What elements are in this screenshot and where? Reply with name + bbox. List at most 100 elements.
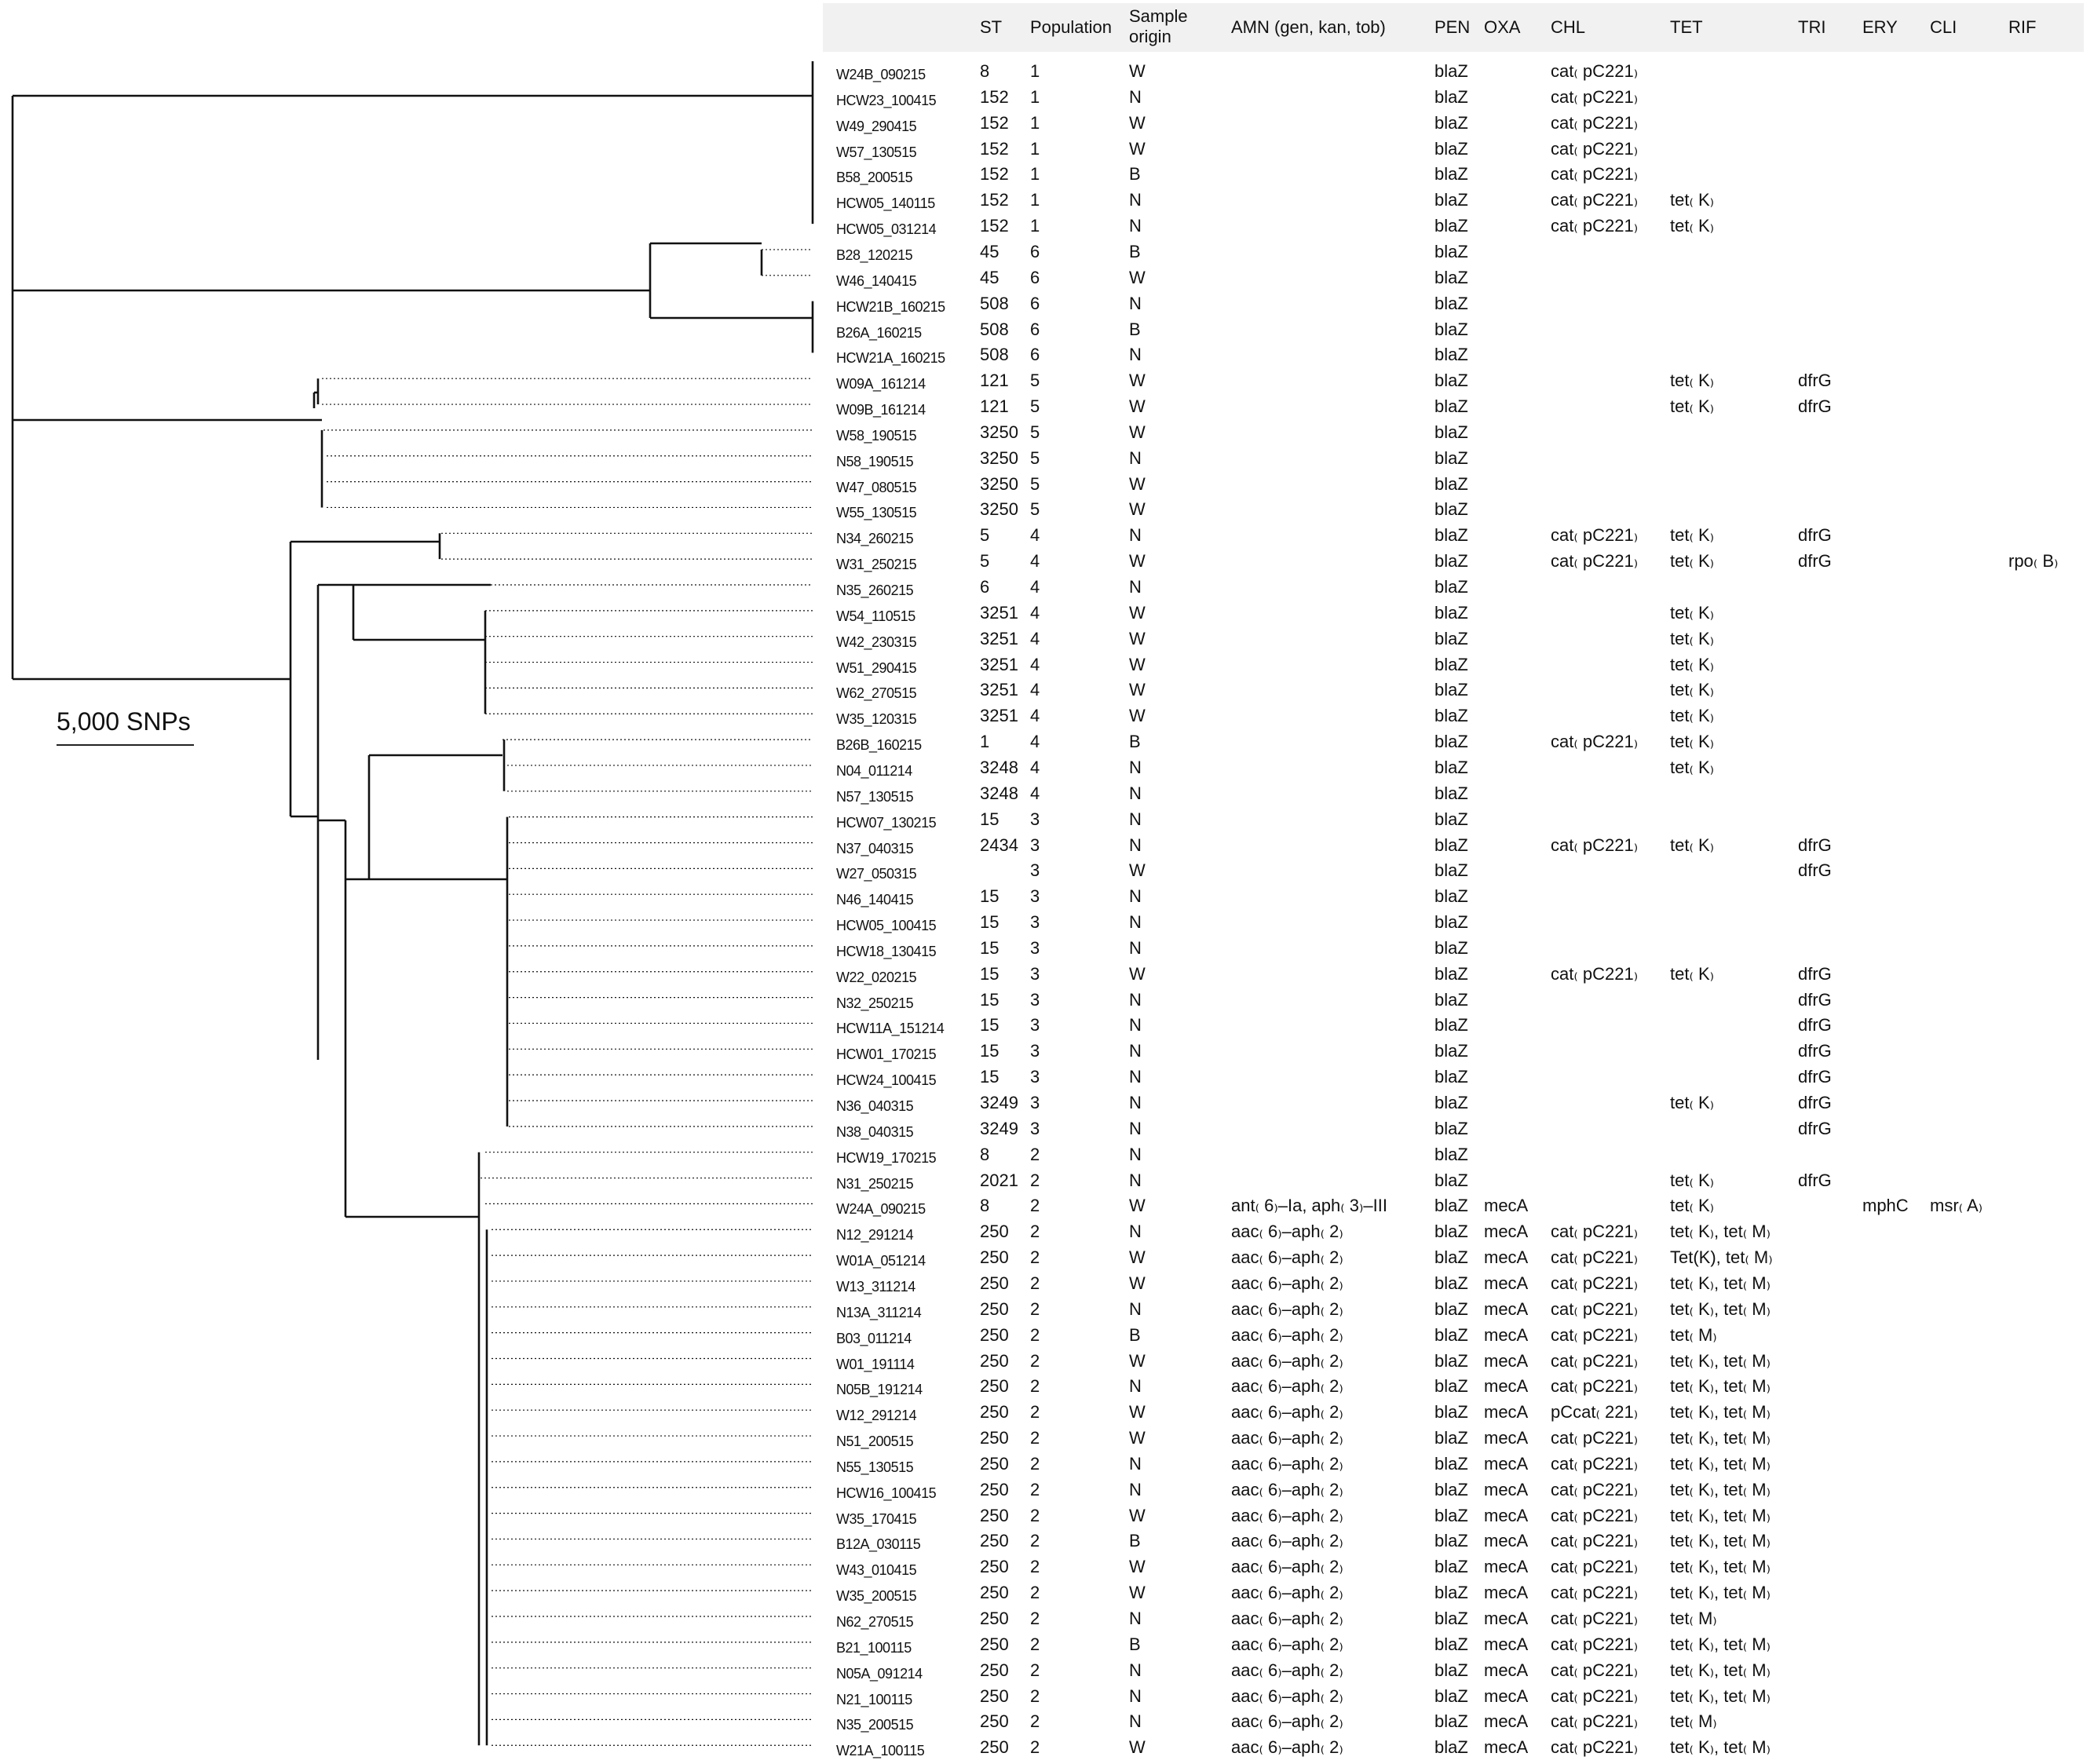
st-value: 15 (980, 963, 999, 984)
population-value: 4 (1030, 732, 1040, 752)
rif-gene: rpo₍ B₎ (2008, 551, 2059, 572)
origin-value: W (1129, 112, 1146, 133)
origin-value: N (1129, 1093, 1142, 1112)
isolate-name: W22_020215 (836, 969, 917, 985)
amn-genes: aac₍ 6₎–aph₍ 2₎ (1231, 1711, 1343, 1732)
tet-genes: tet₍ K₎ (1670, 680, 1715, 700)
origin-value: N (1129, 1376, 1142, 1397)
amn-genes: aac₍ 6₎–aph₍ 2₎ (1231, 1350, 1343, 1371)
tet-genes: tet₍ K₎, tet₍ M₎ (1670, 1428, 1771, 1448)
population-value: 3 (1030, 886, 1040, 907)
chl-gene: cat₍ pC221₎ (1551, 1222, 1639, 1242)
st-value: 2021 (980, 1170, 1018, 1190)
pen-gene: blaZ (1434, 1350, 1468, 1371)
pen-gene: blaZ (1434, 319, 1468, 339)
pen-gene: blaZ (1434, 164, 1468, 184)
origin-value: N (1129, 1711, 1142, 1732)
population-value: 2 (1030, 1144, 1040, 1164)
pen-gene: blaZ (1434, 61, 1468, 81)
header-pen: PEN (1434, 17, 1471, 37)
pen-gene: blaZ (1434, 963, 1468, 984)
population-value: 2 (1030, 1428, 1040, 1448)
isolate-name: N51_200515 (836, 1433, 914, 1450)
tet-genes: tet₍ K₎ (1670, 963, 1715, 984)
st-value: 250 (980, 1428, 1009, 1448)
pen-gene: blaZ (1434, 1376, 1468, 1397)
origin-value: W (1129, 1583, 1146, 1603)
oxa-gene: mecA (1484, 1298, 1529, 1319)
pen-gene: blaZ (1434, 706, 1468, 726)
isolate-name: W21A_100115 (836, 1743, 925, 1759)
pen-gene: blaZ (1434, 989, 1468, 1010)
st-value: 152 (980, 86, 1009, 107)
origin-value: W (1129, 1350, 1146, 1371)
tri-gene: dfrG (1798, 525, 1832, 546)
chl-gene: cat₍ pC221₎ (1551, 1479, 1639, 1499)
population-value: 3 (1030, 937, 1040, 958)
tet-genes: tet₍ K₎ (1670, 371, 1715, 391)
isolate-name: W31_250215 (836, 557, 917, 573)
pen-gene: blaZ (1434, 835, 1468, 855)
population-value: 2 (1030, 1376, 1040, 1397)
isolate-name: N35_260215 (836, 583, 914, 598)
chl-gene: cat₍ pC221₎ (1551, 1609, 1639, 1628)
pen-gene: blaZ (1434, 1324, 1468, 1345)
tet-genes: tet₍ K₎, tet₍ M₎ (1670, 1350, 1771, 1371)
population-value: 5 (1030, 371, 1040, 391)
origin-value: B (1129, 732, 1141, 752)
st-value: 121 (980, 371, 1009, 391)
isolate-name: B26A_160215 (836, 324, 922, 341)
origin-value: N (1129, 577, 1142, 597)
st-value: 3249 (980, 1118, 1018, 1138)
amn-genes: aac₍ 6₎–aph₍ 2₎ (1231, 1453, 1343, 1474)
pen-gene: blaZ (1434, 1583, 1468, 1603)
population-value: 2 (1030, 1247, 1040, 1268)
tet-genes: tet₍ M₎ (1670, 1324, 1717, 1345)
origin-value: B (1129, 1634, 1141, 1654)
origin-value: N (1129, 937, 1142, 958)
tet-genes: tet₍ K₎ (1670, 1093, 1715, 1112)
isolate-name: N31_250215 (836, 1175, 914, 1192)
oxa-gene: mecA (1484, 1531, 1529, 1551)
origin-value: B (1129, 1531, 1141, 1551)
population-value: 4 (1030, 783, 1040, 803)
isolate-name: HCW05_140115 (836, 195, 935, 212)
origin-value: N (1129, 1118, 1142, 1138)
amn-genes: aac₍ 6₎–aph₍ 2₎ (1231, 1402, 1343, 1423)
st-value: 8 (980, 1196, 990, 1216)
chl-gene: cat₍ pC221₎ (1551, 61, 1639, 81)
amn-genes: aac₍ 6₎–aph₍ 2₎ (1231, 1273, 1343, 1293)
population-value: 3 (1030, 835, 1040, 855)
pen-gene: blaZ (1434, 860, 1468, 881)
st-value: 250 (980, 1531, 1009, 1551)
st-value: 152 (980, 164, 1009, 184)
chl-gene: cat₍ pC221₎ (1551, 112, 1639, 133)
isolate-name: W24A_090215 (836, 1201, 926, 1218)
population-value: 4 (1030, 577, 1040, 597)
st-value: 152 (980, 112, 1009, 133)
st-value: 250 (980, 1273, 1009, 1293)
pen-gene: blaZ (1434, 1428, 1468, 1448)
isolate-name: W46_140415 (836, 272, 917, 289)
isolate-name: W62_270515 (836, 685, 917, 702)
cli-gene: msr₍ A₎ (1930, 1196, 1983, 1216)
pen-gene: blaZ (1434, 654, 1468, 674)
isolate-name: HCW16_100415 (836, 1485, 937, 1501)
isolate-name: W43_010415 (836, 1562, 917, 1579)
population-value: 2 (1030, 1350, 1040, 1371)
isolate-name: N58_190515 (836, 453, 914, 469)
isolate-name: W49_290415 (836, 118, 917, 134)
